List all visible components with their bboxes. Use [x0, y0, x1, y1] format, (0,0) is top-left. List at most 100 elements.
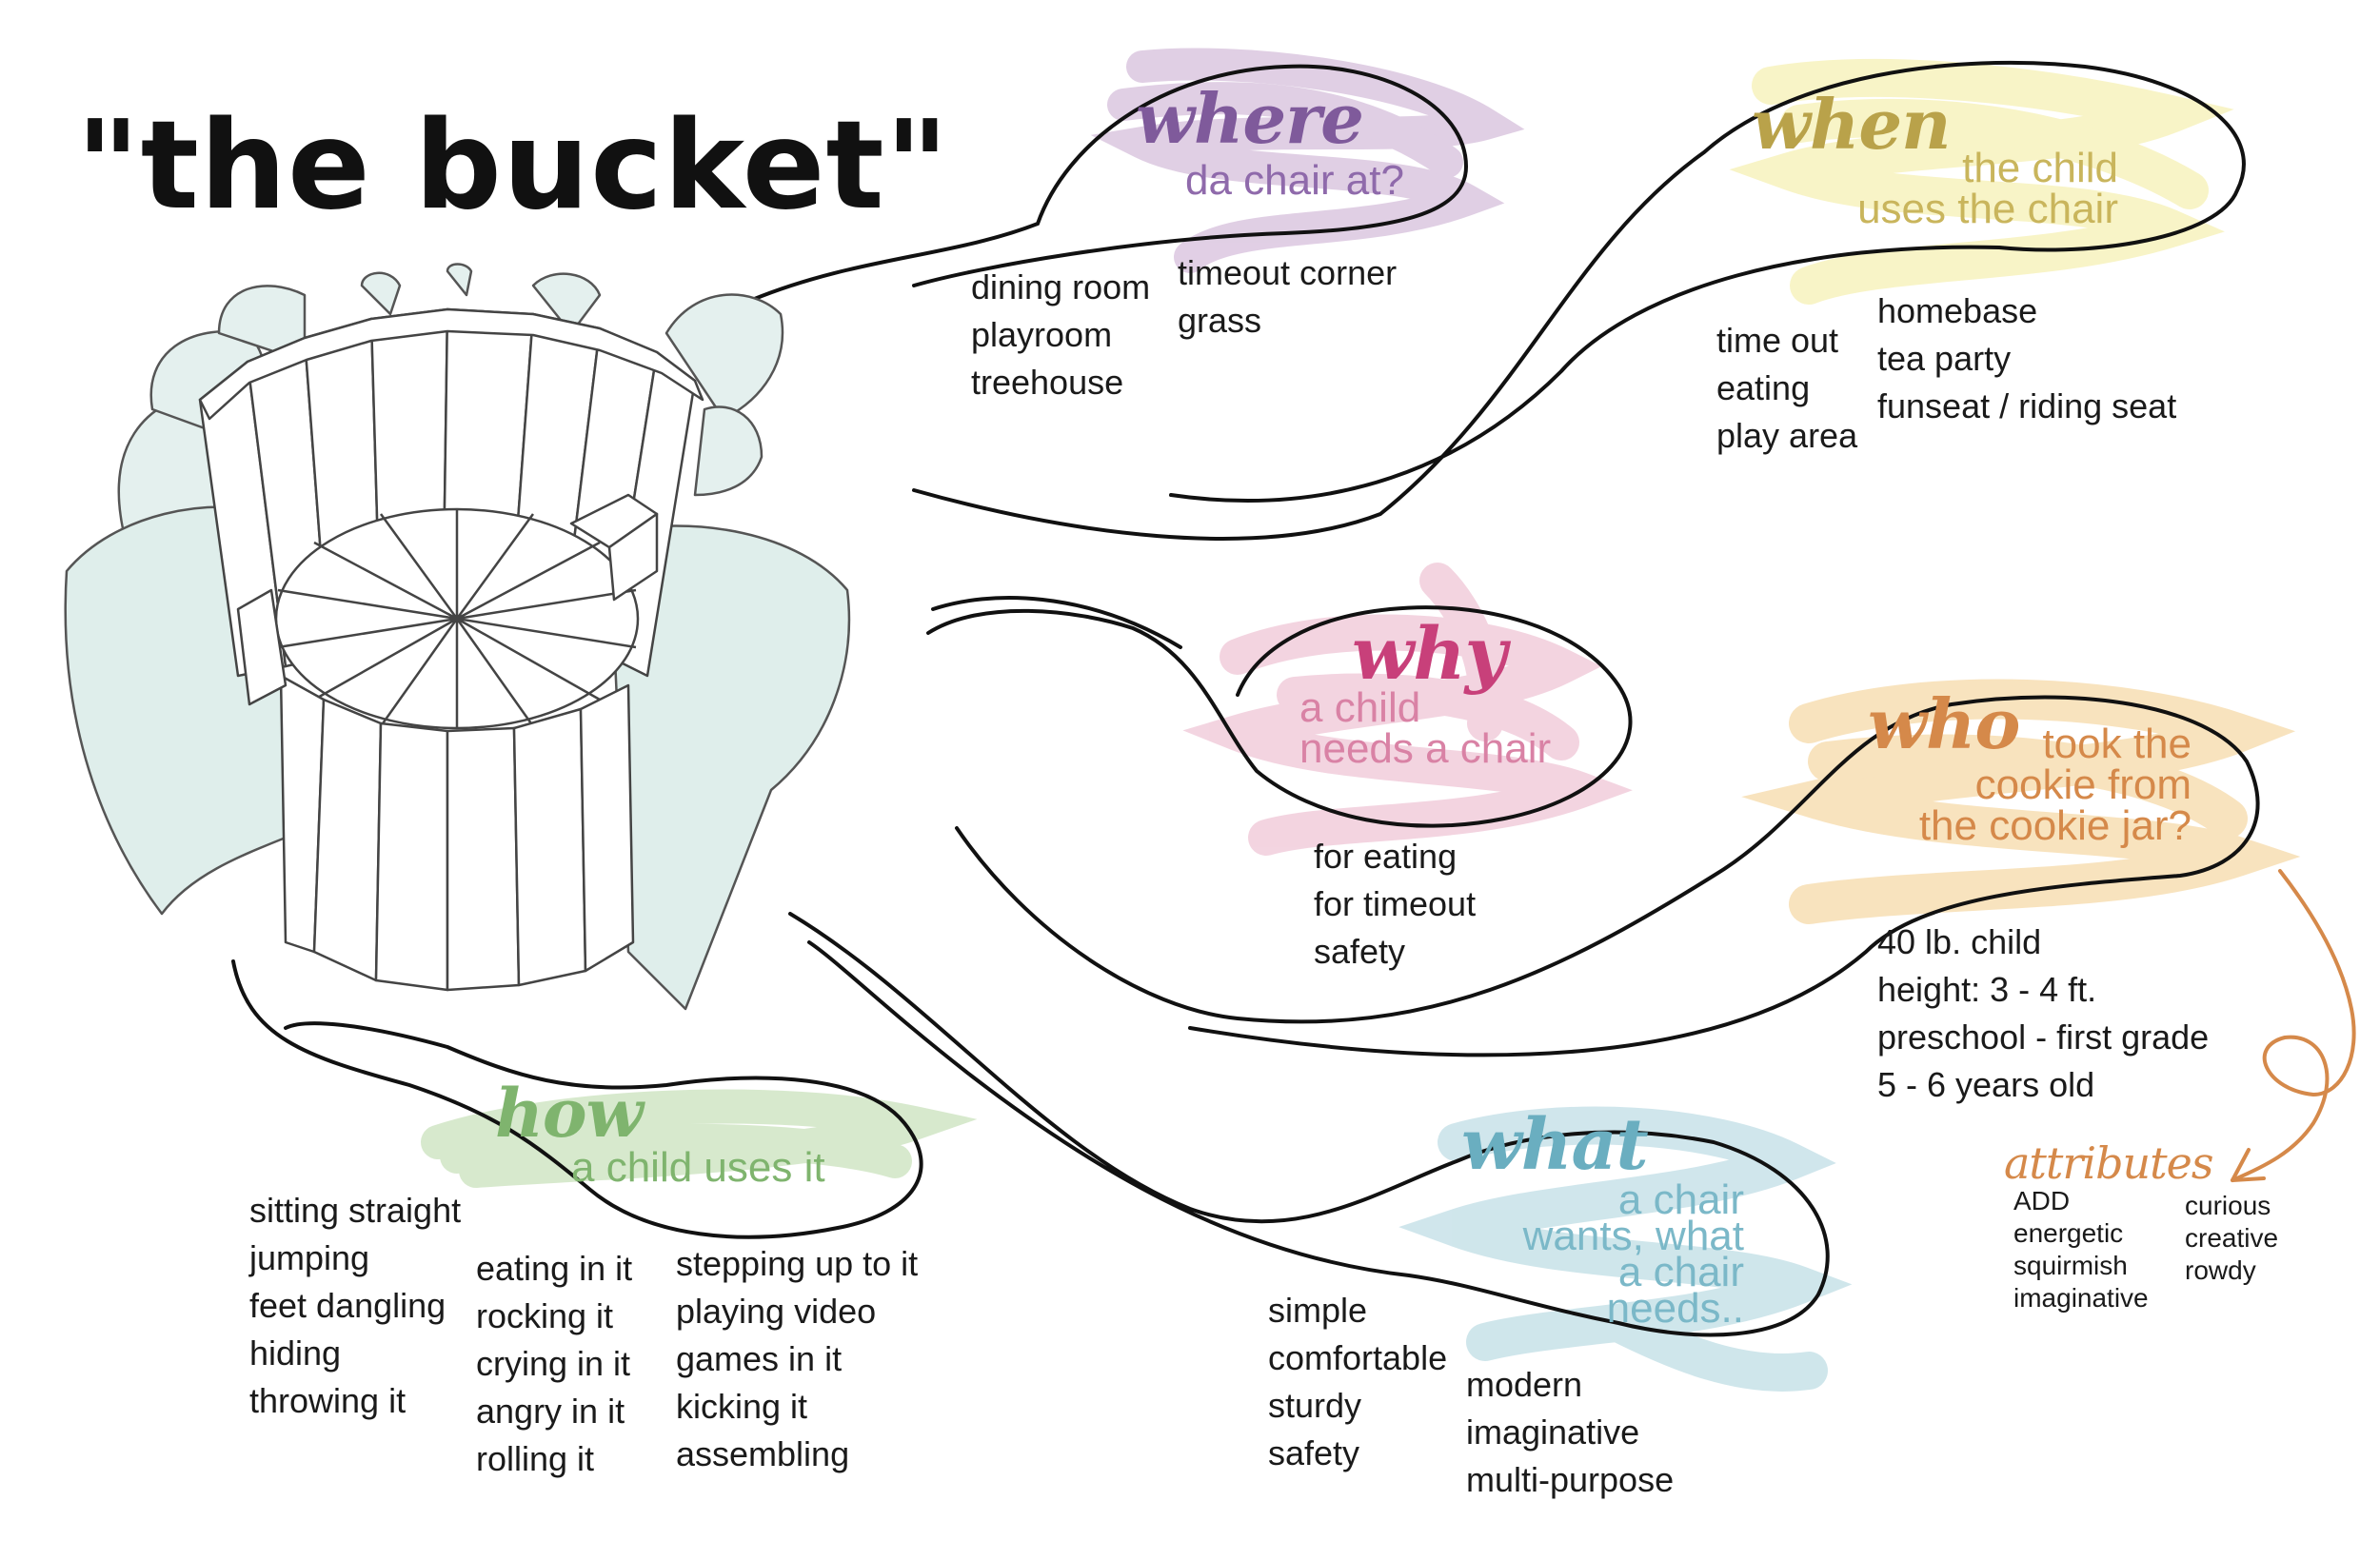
list-item: safety	[1268, 1433, 1360, 1472]
list-item: play area	[1716, 416, 1858, 455]
list-item: timeout corner	[1178, 253, 1398, 292]
why-balloon	[926, 596, 1633, 828]
why-heading: why	[1352, 611, 1507, 696]
list-item: preschool - first grade	[1877, 1017, 2210, 1057]
list-item: height: 3 - 4 ft.	[1877, 970, 2097, 1009]
list-item: squirmish	[2013, 1251, 2128, 1280]
who-balloon	[955, 695, 2260, 1057]
subtitle-line: took the	[2042, 721, 2192, 767]
where-list-col1: dining room playroom treehouse	[971, 264, 1150, 406]
where-scribble	[1090, 48, 1525, 273]
list-item: simple	[1268, 1291, 1368, 1330]
what-heading: what	[1461, 1104, 1649, 1186]
where-balloon	[750, 64, 1469, 302]
how-scribble	[421, 1089, 978, 1188]
who-heading: who	[1868, 683, 2020, 764]
list-item: feet dangling	[249, 1286, 446, 1325]
list-item: treehouse	[971, 363, 1124, 402]
list-item: stepping up to it	[676, 1244, 919, 1283]
list-item: homebase	[1877, 291, 2038, 330]
subtitle-line: uses the chair	[1857, 186, 2118, 232]
list-item: imaginative	[2013, 1283, 2149, 1313]
how-heading: how	[495, 1074, 644, 1153]
list-item: eating in it	[476, 1249, 633, 1288]
what-subtitle: a chair wants, what a chair needs..	[1522, 1176, 1744, 1332]
attributes-col1: ADD energetic squirmish imaginative	[2013, 1185, 2149, 1314]
chair-arm-blocks	[236, 493, 659, 706]
why-scribble	[1182, 563, 1633, 856]
list-item: dining room	[971, 267, 1151, 306]
list-item: crying in it	[476, 1344, 631, 1383]
list-item: for timeout	[1314, 884, 1477, 923]
list-item: grass	[1178, 301, 1262, 340]
list-item: 40 lb. child	[1877, 922, 2042, 961]
list-item: playing video	[676, 1292, 877, 1331]
list-item: creative	[2185, 1223, 2279, 1253]
subtitle-line: needs..	[1606, 1285, 1744, 1332]
list-item: jumping	[249, 1238, 370, 1277]
list-item: kicking it	[676, 1387, 808, 1426]
who-to-attributes-arrow	[2231, 869, 2356, 1182]
subtitle-line: the cookie jar?	[1918, 802, 2192, 849]
attributes-col2: curious creative rowdy	[2185, 1190, 2278, 1287]
list-item: for eating	[1314, 837, 1458, 876]
list-item: modern	[1466, 1365, 1583, 1404]
list-item: tea party	[1877, 339, 2012, 378]
where-subtitle: da chair at?	[1185, 157, 1404, 204]
list-item: hiding	[249, 1334, 342, 1373]
list-item: playroom	[971, 315, 1113, 354]
who-list: 40 lb. child height: 3 - 4 ft. preschool…	[1877, 919, 2209, 1109]
list-item: comfortable	[1268, 1338, 1448, 1377]
what-scribble	[1398, 1106, 1853, 1392]
list-item: rolling it	[476, 1439, 595, 1478]
where-heading: where	[1136, 78, 1364, 159]
list-item: safety	[1314, 932, 1406, 971]
attributes-heading: attributes	[2004, 1137, 2213, 1189]
list-item: curious	[2185, 1191, 2271, 1220]
why-subtitle: a child needs a chair	[1299, 684, 1552, 772]
list-item: games in it	[676, 1339, 843, 1378]
what-balloon	[788, 912, 1830, 1337]
list-item: rocking it	[476, 1296, 614, 1335]
when-subtitle: the child uses the chair	[1857, 145, 2118, 232]
subtitle-line: needs a chair	[1299, 725, 1552, 772]
why-list: for eating for timeout safety	[1314, 833, 1476, 976]
subtitle-line: the child	[1962, 145, 2118, 191]
subtitle-line: wants, what	[1522, 1213, 1744, 1259]
chair-back-petals	[117, 263, 784, 535]
when-list-col1: time out eating play area	[1716, 317, 1857, 460]
chair-seat	[274, 507, 640, 730]
list-item: eating	[1716, 368, 1811, 407]
subtitle-line: a child	[1299, 684, 1421, 731]
list-item: sitting straight	[249, 1191, 462, 1230]
list-item: imaginative	[1466, 1413, 1640, 1452]
chair-front-panels	[279, 674, 635, 992]
list-item: multi-purpose	[1466, 1460, 1675, 1499]
list-item: funseat / riding seat	[1877, 386, 2177, 425]
subtitle-line: a chair	[1617, 1176, 1744, 1223]
when-heading: when	[1752, 84, 1951, 165]
when-list-col2: homebase tea party funseat / riding seat	[1877, 287, 2176, 430]
how-list-col2: eating in it rocking it crying in it ang…	[476, 1245, 632, 1483]
where-list-col2: timeout corner grass	[1178, 249, 1397, 345]
how-list-col1: sitting straight jumping feet dangling h…	[249, 1187, 461, 1425]
list-item: sturdy	[1268, 1386, 1362, 1425]
when-balloon	[912, 60, 2246, 541]
page-title: "the bucket"	[76, 95, 950, 237]
who-subtitle: took the cookie from the cookie jar?	[1918, 721, 2192, 849]
list-item: ADD	[2013, 1186, 2071, 1215]
list-item: throwing it	[249, 1381, 407, 1420]
subtitle-line: cookie from	[1974, 761, 2192, 808]
how-balloon	[231, 959, 923, 1239]
list-item: assembling	[676, 1434, 850, 1473]
what-list-col2: modern imaginative multi-purpose	[1466, 1361, 1674, 1504]
what-list-col1: simple comfortable sturdy safety	[1268, 1287, 1447, 1477]
list-item: angry in it	[476, 1392, 625, 1431]
list-item: energetic	[2013, 1218, 2124, 1248]
subtitle-line: a chair	[1617, 1249, 1744, 1295]
how-list-col3: stepping up to it playing video games in…	[676, 1240, 918, 1478]
list-item: rowdy	[2185, 1255, 2256, 1285]
list-item: 5 - 6 years old	[1877, 1065, 2095, 1104]
